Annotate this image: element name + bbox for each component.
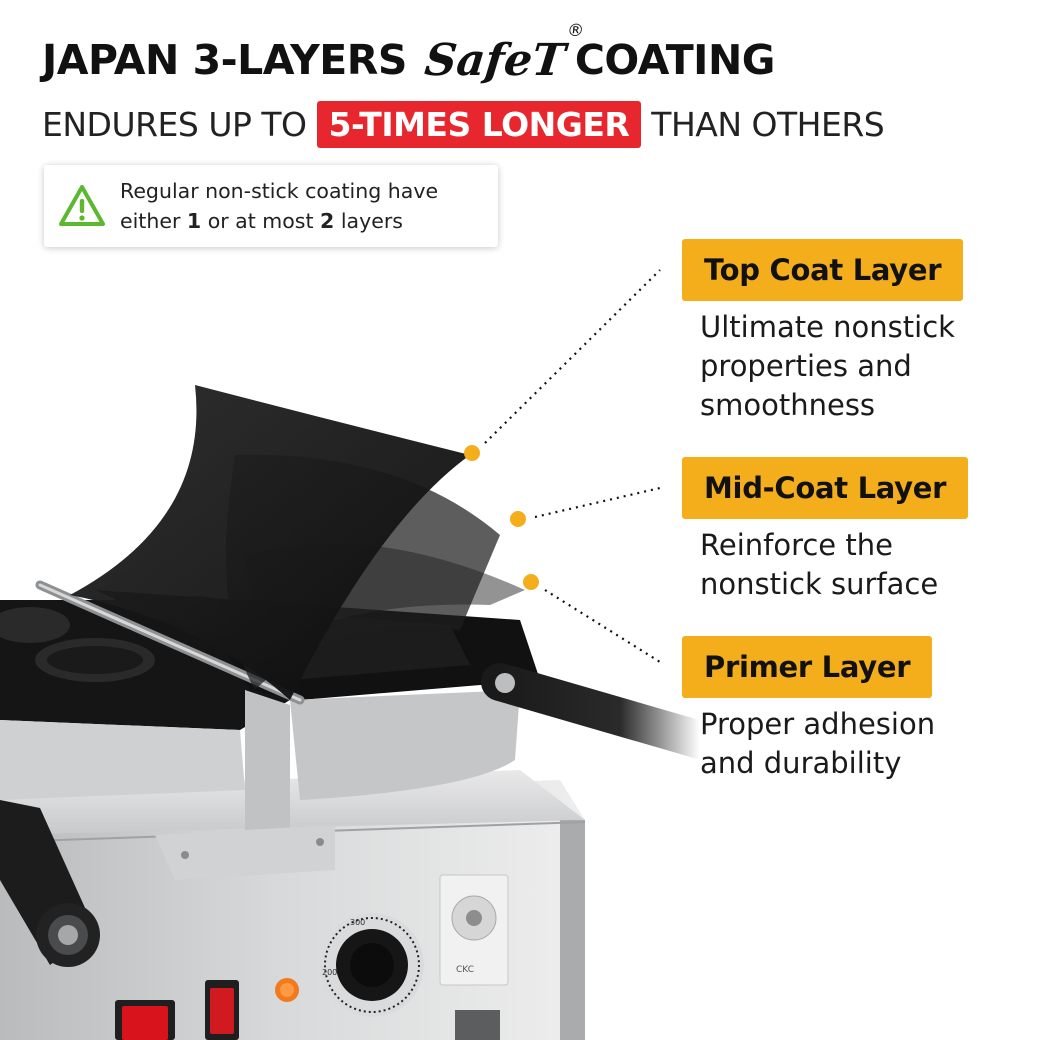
primer-label: Primer Layer	[682, 636, 933, 698]
primer-desc-line: Proper adhesion	[700, 707, 936, 741]
headline-part1: JAPAN 3-LAYERS	[42, 36, 407, 84]
headline-part2: COATING	[574, 36, 776, 84]
registered-mark: ®	[565, 20, 585, 41]
coating-layers	[70, 385, 525, 700]
brand-name: SafeT	[422, 34, 568, 86]
top-coat-marker	[464, 445, 480, 461]
mid-coat-label: Mid-Coat Layer	[682, 457, 969, 519]
primer-marker	[523, 574, 539, 590]
subheadline-highlight: 5-TIMES LONGER	[316, 100, 642, 148]
top-coat-desc-line: properties and	[700, 349, 912, 383]
top-coat-description: Ultimate nonstick properties and smoothn…	[700, 308, 1020, 425]
subheadline-before: ENDURES UP TO	[42, 104, 307, 144]
top-coat-desc-line: Ultimate nonstick	[700, 310, 955, 344]
notice-text: Regular non-stick coating have either 1 …	[120, 176, 438, 236]
headline: JAPAN 3-LAYERS SafeT ® COATING	[42, 21, 776, 90]
notice-line2-a: either	[120, 209, 187, 233]
callouts	[464, 269, 661, 663]
top-coat-desc-line: smoothness	[700, 388, 876, 422]
subheadline: ENDURES UP TO 5-TIMES LONGER THAN OTHERS	[42, 96, 885, 152]
top-coat-layer-sheet	[70, 385, 470, 700]
primer-description: Proper adhesion and durability	[700, 705, 1020, 783]
subheadline-after: THAN OTHERS	[651, 104, 885, 144]
timer-brand-text: CKC	[456, 965, 474, 975]
left-cooking-plate	[0, 600, 290, 800]
hinge-bracket	[155, 690, 335, 880]
right-handle	[481, 663, 719, 759]
notice-count-two: 2	[320, 209, 335, 233]
dial-mark-top: 300	[350, 918, 365, 927]
warning-triangle-icon	[59, 185, 105, 226]
notice-line2: either 1 or at most 2 layers	[120, 206, 438, 236]
brand-logo: SafeT ®	[422, 21, 585, 86]
mid-coat-desc-line: Reinforce the	[700, 528, 893, 562]
notice-box: Regular non-stick coating have either 1 …	[44, 165, 498, 247]
mid-coat-desc-line: nonstick surface	[700, 567, 939, 601]
notice-line2-e: layers	[334, 209, 403, 233]
notice-line1: Regular non-stick coating have	[120, 179, 439, 203]
primer-desc-line: and durability	[700, 746, 902, 780]
top-coat-label: Top Coat Layer	[682, 239, 964, 301]
mid-coat-description: Reinforce the nonstick surface	[700, 526, 1020, 604]
left-handle	[0, 800, 100, 967]
dial-mark-mid: 200	[322, 968, 337, 977]
notice-line2-c: or at most	[201, 209, 321, 233]
mid-coat-marker	[510, 511, 526, 527]
control-panel: CKC 300 200	[115, 874, 509, 1040]
notice-count-one: 1	[186, 209, 202, 233]
